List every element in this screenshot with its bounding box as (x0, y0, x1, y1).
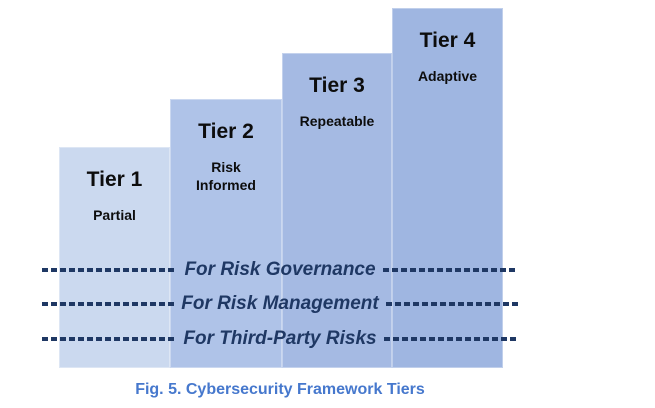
tier3-title: Tier 3 (309, 74, 365, 97)
tier3-bar: Tier 3 Repeatable (282, 53, 392, 368)
dashed-rule-right (382, 268, 518, 272)
dashed-rule-right (385, 302, 518, 306)
tier1-sublabel: Partial (93, 207, 136, 223)
dashed-rule-left (42, 302, 175, 306)
dashed-rule-right (383, 337, 518, 341)
risk-governance-line: For Risk Governance (42, 258, 518, 282)
tier1-bar: Tier 1 Partial (59, 147, 170, 368)
tier2-sublabel: Risk Informed (196, 159, 256, 193)
third-party-risks-label: For Third-Party Risks (183, 328, 377, 349)
tier2-title: Tier 2 (198, 120, 254, 143)
risk-management-label: For Risk Management (181, 293, 379, 314)
tier4-bar: Tier 4 Adaptive (392, 8, 503, 368)
dashed-rule-left (42, 337, 177, 341)
risk-management-line: For Risk Management (42, 292, 518, 316)
risk-governance-label: For Risk Governance (184, 259, 376, 280)
dashed-rule-left (42, 268, 178, 272)
tier2-bar: Tier 2 Risk Informed (170, 99, 282, 368)
tier4-sublabel: Adaptive (417, 68, 478, 84)
figure-caption: Fig. 5. Cybersecurity Framework Tiers (135, 381, 425, 398)
tier4-title: Tier 4 (419, 29, 476, 52)
tier3-sublabel: Repeatable (299, 113, 375, 129)
tier1-title: Tier 1 (86, 168, 143, 191)
third-party-risks-line: For Third-Party Risks (42, 327, 518, 351)
